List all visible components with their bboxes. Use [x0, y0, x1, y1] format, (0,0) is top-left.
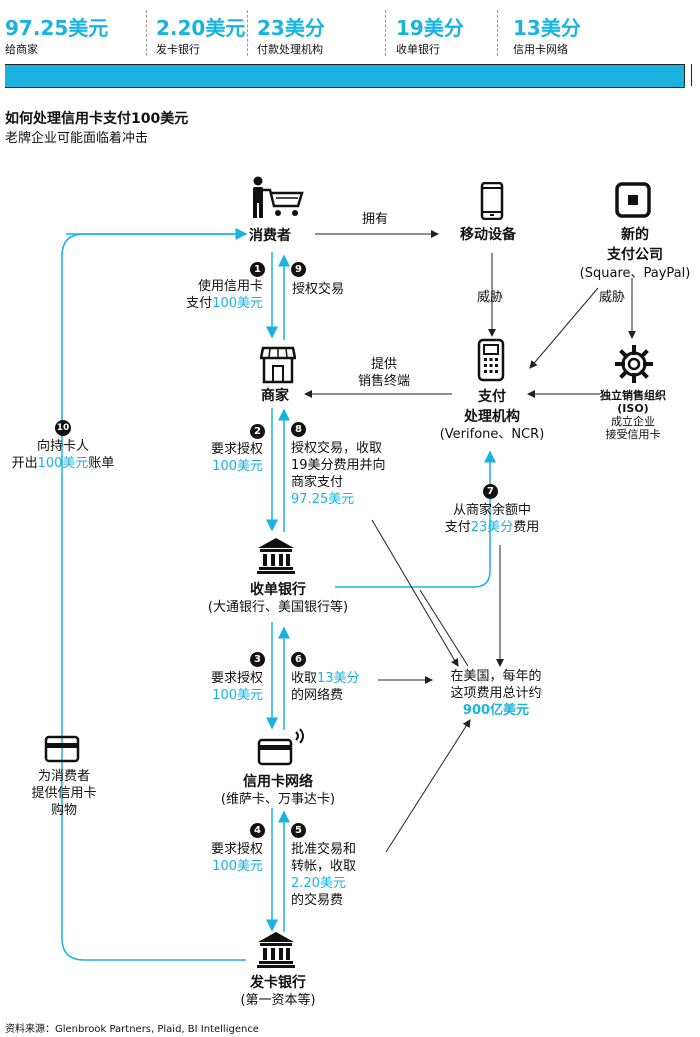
issuer-bank-icon [257, 932, 295, 968]
step-8-badge: 8 [291, 422, 306, 437]
edge-provide-terminal: 提供 销售终端 [357, 357, 410, 389]
node-merchant: 商家 [261, 388, 289, 404]
pos-terminal-icon [477, 338, 505, 382]
step-5-label: 批准交易和 转帐，收取 2.20美元 的交易费 [291, 842, 357, 908]
step-1-label: 使用信用卡 支付100美元 [186, 279, 263, 311]
edge-provide-card: 为消费者 提供信用卡 购物 [31, 769, 97, 818]
store-icon [260, 346, 296, 384]
node-issuer: 发卡银行 (第一资本等) [240, 975, 316, 1008]
step-4-label: 要求授权 100美元 [210, 842, 263, 874]
fee-bar [5, 64, 685, 88]
node-acquirer: 收单银行 (大通银行、美国银行等) [207, 582, 349, 615]
node-processor: 支付 处理机构 (Verifone、NCR) [439, 389, 545, 442]
node-card-network: 信用卡网络 (维萨卡、万事达卡) [220, 774, 336, 807]
step-2-badge: 2 [250, 424, 265, 439]
stat-issuer: 2.20美元 发卡银行 [156, 16, 246, 56]
step-6-label: 收取13美分 的网络费 [291, 671, 360, 703]
node-consumer: 消费者 [249, 228, 291, 244]
card-network-icon [257, 728, 304, 766]
square-logo-icon [615, 182, 651, 218]
step-9-badge: 9 [291, 262, 306, 277]
edge-threat-newco: 威胁 [599, 290, 626, 305]
node-total-fees: 在美国，每年的 这项费用总计约 900亿美元 [450, 669, 542, 718]
node-new-payment-co: 新的 支付公司 (Square、PayPal) [579, 227, 691, 281]
step-8-label: 授权交易，收取 19美分费用并向 商家支付 97.25美元 [291, 441, 386, 507]
mobile-phone-icon [480, 182, 504, 220]
fee-bar-end [684, 64, 692, 86]
divider [497, 10, 498, 56]
step-4-badge: 4 [250, 823, 265, 838]
step-3-label: 要求授权 100美元 [210, 671, 263, 703]
consumer-cart-icon [253, 176, 304, 218]
step-7-label: 从商家余额中 支付23美分费用 [444, 503, 540, 535]
divider [247, 10, 248, 56]
stat-network: 13美分 信用卡网络 [513, 16, 581, 56]
step-5-badge: 5 [291, 823, 306, 838]
edge-threat-mobile: 威胁 [477, 290, 504, 305]
stat-acquirer: 19美分 收单银行 [396, 16, 464, 56]
page-title: 如何处理信用卡支付100美元 [5, 111, 189, 127]
node-iso: 独立销售组织 (ISO) 成立企业 接受信用卡 [600, 389, 666, 441]
node-mobile: 移动设备 [460, 227, 516, 243]
step-3-badge: 3 [250, 652, 265, 667]
divider [385, 10, 386, 56]
step-7-badge: 7 [483, 484, 498, 499]
source-note: 资料来源：Glenbrook Partners, Plaid, BI Intel… [5, 1024, 259, 1035]
step-2-label: 要求授权 100美元 [210, 442, 263, 474]
step-1-badge: 1 [250, 262, 265, 277]
step-10-label: 向持卡人 开出100美元账单 [11, 439, 115, 471]
step-6-badge: 6 [291, 652, 306, 667]
step-10-badge: 10 [55, 420, 71, 436]
stat-processor: 23美分 付款处理机构 [257, 16, 325, 56]
credit-card-icon [44, 735, 80, 763]
bank-icon [257, 538, 295, 574]
page-subtitle: 老牌企业可能面临着冲击 [5, 131, 149, 146]
stat-merchant: 97.25美元 给商家 [5, 16, 109, 56]
divider [146, 10, 147, 56]
step-9-label: 授权交易 [292, 282, 345, 297]
gear-icon [615, 345, 653, 383]
edge-owns: 拥有 [362, 212, 389, 227]
